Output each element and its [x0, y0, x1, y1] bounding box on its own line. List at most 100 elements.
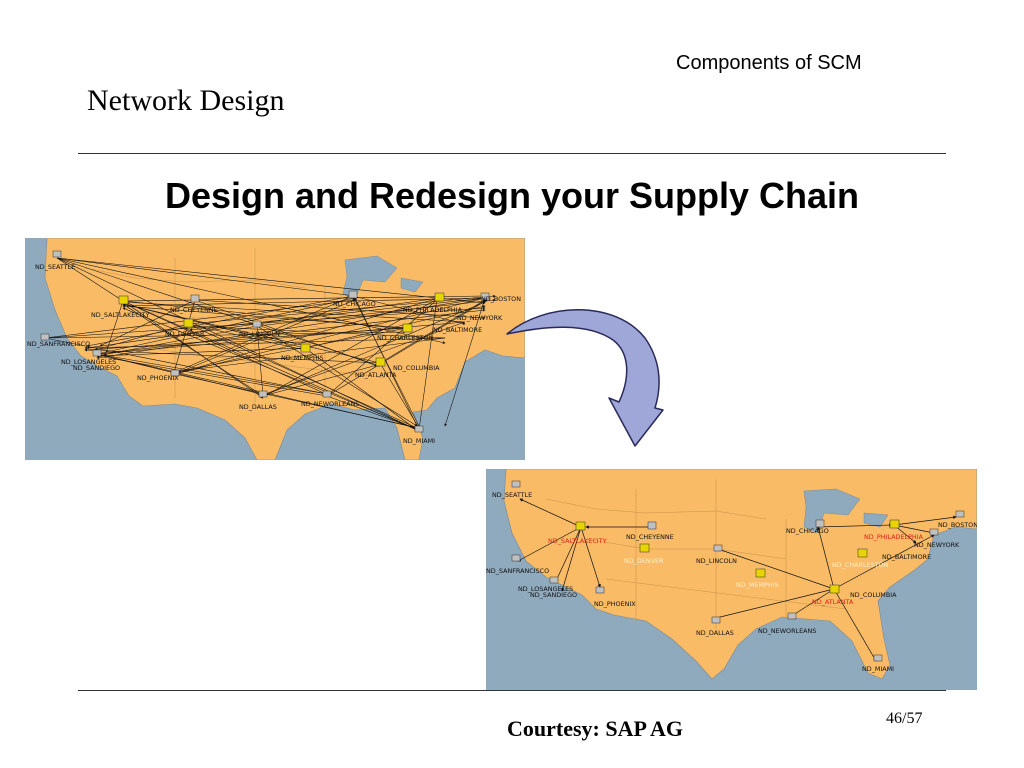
- facility-nodes: [511, 480, 965, 662]
- great-lakes: [342, 255, 424, 301]
- slide-title: Design and Redesign your Supply Chain: [164, 175, 860, 216]
- label-memphis: ND_MEMPHIS: [281, 354, 324, 362]
- plant-icon-memphis: [300, 343, 311, 353]
- plant-icon-atlanta: [375, 357, 386, 367]
- label-philadelphia: ND_PHILADELPHIA: [403, 306, 463, 314]
- label-newyork: ND_NEWYORK: [914, 541, 960, 549]
- header-divider: [78, 153, 946, 154]
- label-miami: ND_MIAMI: [403, 437, 435, 445]
- label-losangeles: ND_LOSANGELES: [518, 585, 573, 593]
- warehouse-icon-sanfrancisco: [511, 554, 521, 562]
- warehouse-icon-phoenix: [170, 369, 180, 377]
- network-map-before: ND_SEATTLE ND_SALTLAKECITY ND_CHEYENNE N…: [25, 238, 525, 460]
- warehouse-icon-neworleans: [322, 390, 332, 398]
- label-losangeles: ND_LOSANGELES: [61, 358, 116, 366]
- redesign-arrow-icon: [506, 309, 664, 447]
- route-edges: [44, 257, 496, 431]
- network-map-after: ND_SEATTLE ND_SALTLAKECITY ND_CHEYENNE N…: [486, 469, 977, 690]
- plant-icon-philadelphia: [434, 292, 445, 302]
- warehouse-icon-boston: [480, 292, 490, 300]
- label-chicago: ND_CHICAGO: [333, 300, 376, 308]
- label-neworleans: ND_NEWORLEANS: [301, 400, 359, 408]
- label-boston: ND_BOSTON: [481, 295, 521, 303]
- label-cheyenne: ND_CHEYENNE: [626, 533, 674, 541]
- label-seattle: ND_SEATTLE: [35, 263, 75, 271]
- label-columbia: ND_COLUMBIA: [393, 364, 440, 372]
- great-lakes: [803, 488, 889, 534]
- plant-icon-philadelphia: [889, 519, 900, 529]
- label-memphis: ND_MEMPHIS: [736, 581, 779, 589]
- label-sandiego: ND_SANDIEGO: [530, 591, 577, 599]
- warehouse-icon-seattle: [52, 250, 62, 258]
- factory-icon-chicago: [815, 519, 825, 528]
- plant-icon-denver: [639, 543, 650, 553]
- label-newyork: ND_NEWYORK: [457, 314, 503, 322]
- warehouse-icon-dallas: [711, 616, 721, 624]
- label-phoenix: ND_PHOENIX: [594, 600, 636, 608]
- warehouse-icon-dallas: [258, 390, 268, 398]
- warehouse-icon-newyork: [929, 528, 939, 536]
- warehouse-icon-losangeles: [92, 349, 102, 357]
- route-edges: [517, 498, 957, 662]
- label-dallas: ND_DALLAS: [696, 629, 734, 637]
- warehouse-icon-miami: [414, 425, 424, 433]
- factory-icon-cheyenne: [647, 521, 657, 530]
- map-after-canvas: ND_SEATTLE ND_SALTLAKECITY ND_CHEYENNE N…: [486, 469, 977, 680]
- map-before-canvas: ND_SEATTLE ND_SALTLAKECITY ND_CHEYENNE N…: [27, 238, 525, 460]
- label-baltimore: ND_BALTIMORE: [433, 326, 482, 334]
- city-labels: ND_SEATTLE ND_SALTLAKECITY ND_CHEYENNE N…: [27, 263, 521, 445]
- label-dallas: ND_DALLAS: [239, 403, 277, 411]
- plant-icon-denver: [183, 318, 194, 328]
- warehouse-icon-losangeles: [549, 576, 559, 584]
- plant-icon-charleston: [857, 548, 868, 558]
- label-charleston: ND_CHARLESTON: [377, 334, 434, 342]
- label-columbia: ND_COLUMBIA: [850, 591, 897, 599]
- label-denver: ND_DENVER: [624, 557, 664, 565]
- warehouse-icon-boston: [955, 510, 965, 518]
- label-atlanta: ND_ATLANTA: [812, 598, 854, 606]
- label-boston: ND_BOSTON: [938, 521, 977, 529]
- warehouse-icon-seattle: [511, 480, 521, 488]
- label-baltimore: ND_BALTIMORE: [882, 553, 931, 561]
- label-lincoln: ND_LINCOLN: [239, 330, 280, 338]
- warehouse-icon-lincoln: [713, 544, 723, 552]
- border-lines: [545, 479, 847, 629]
- plant-icon-charleston: [402, 323, 413, 333]
- facility-nodes: [40, 250, 490, 433]
- page-number: 46/57: [886, 710, 923, 727]
- label-lincoln: ND_LINCOLN: [696, 557, 737, 565]
- section-title: Network Design: [87, 84, 285, 117]
- factory-icon-chicago: [348, 290, 358, 299]
- label-denver: ND_DENVER: [165, 330, 205, 338]
- label-neworleans: ND_NEWORLEANS: [758, 627, 816, 635]
- label-saltlakecity: ND_SALTLAKECITY: [91, 311, 150, 319]
- warehouse-icon-miami: [873, 654, 883, 662]
- warehouse-icon-lincoln: [252, 320, 262, 328]
- label-charleston: ND_CHARLESTON: [832, 561, 889, 569]
- course-title: Components of SCM: [676, 52, 862, 74]
- plant-icon-atlanta: [829, 584, 840, 594]
- label-phoenix: ND_PHOENIX: [137, 374, 179, 382]
- label-philadelphia: ND_PHILADELPHIA: [864, 533, 924, 541]
- label-sanfrancisco: ND_SANFRANCISCO: [27, 340, 90, 348]
- footer-divider: [78, 690, 946, 691]
- plant-icon-saltlakecity: [118, 295, 129, 305]
- label-cheyenne: ND_CHEYENNE: [170, 306, 218, 314]
- label-chicago: ND_CHICAGO: [786, 527, 829, 535]
- border-lines: [84, 248, 386, 408]
- label-sandiego: ND_SANDIEGO: [73, 364, 120, 372]
- courtesy-credit: Courtesy: SAP AG: [507, 716, 683, 741]
- warehouse-icon-phoenix: [595, 586, 605, 594]
- plant-icon-memphis: [755, 568, 766, 578]
- label-atlanta: ND_ATLANTA: [355, 371, 397, 379]
- label-saltlakecity: ND_SALTLAKECITY: [548, 537, 607, 545]
- label-seattle: ND_SEATTLE: [492, 491, 532, 499]
- warehouse-icon-sanfrancisco: [40, 333, 50, 341]
- label-miami: ND_MIAMI: [862, 665, 894, 673]
- plant-icon-saltlakecity: [575, 521, 586, 531]
- label-sanfrancisco: ND_SANFRANCISCO: [486, 567, 549, 575]
- factory-icon-cheyenne: [190, 294, 200, 303]
- city-labels: ND_SEATTLE ND_SALTLAKECITY ND_CHEYENNE N…: [486, 491, 977, 673]
- us-landmass: [503, 469, 977, 680]
- warehouse-icon-neworleans: [787, 612, 797, 620]
